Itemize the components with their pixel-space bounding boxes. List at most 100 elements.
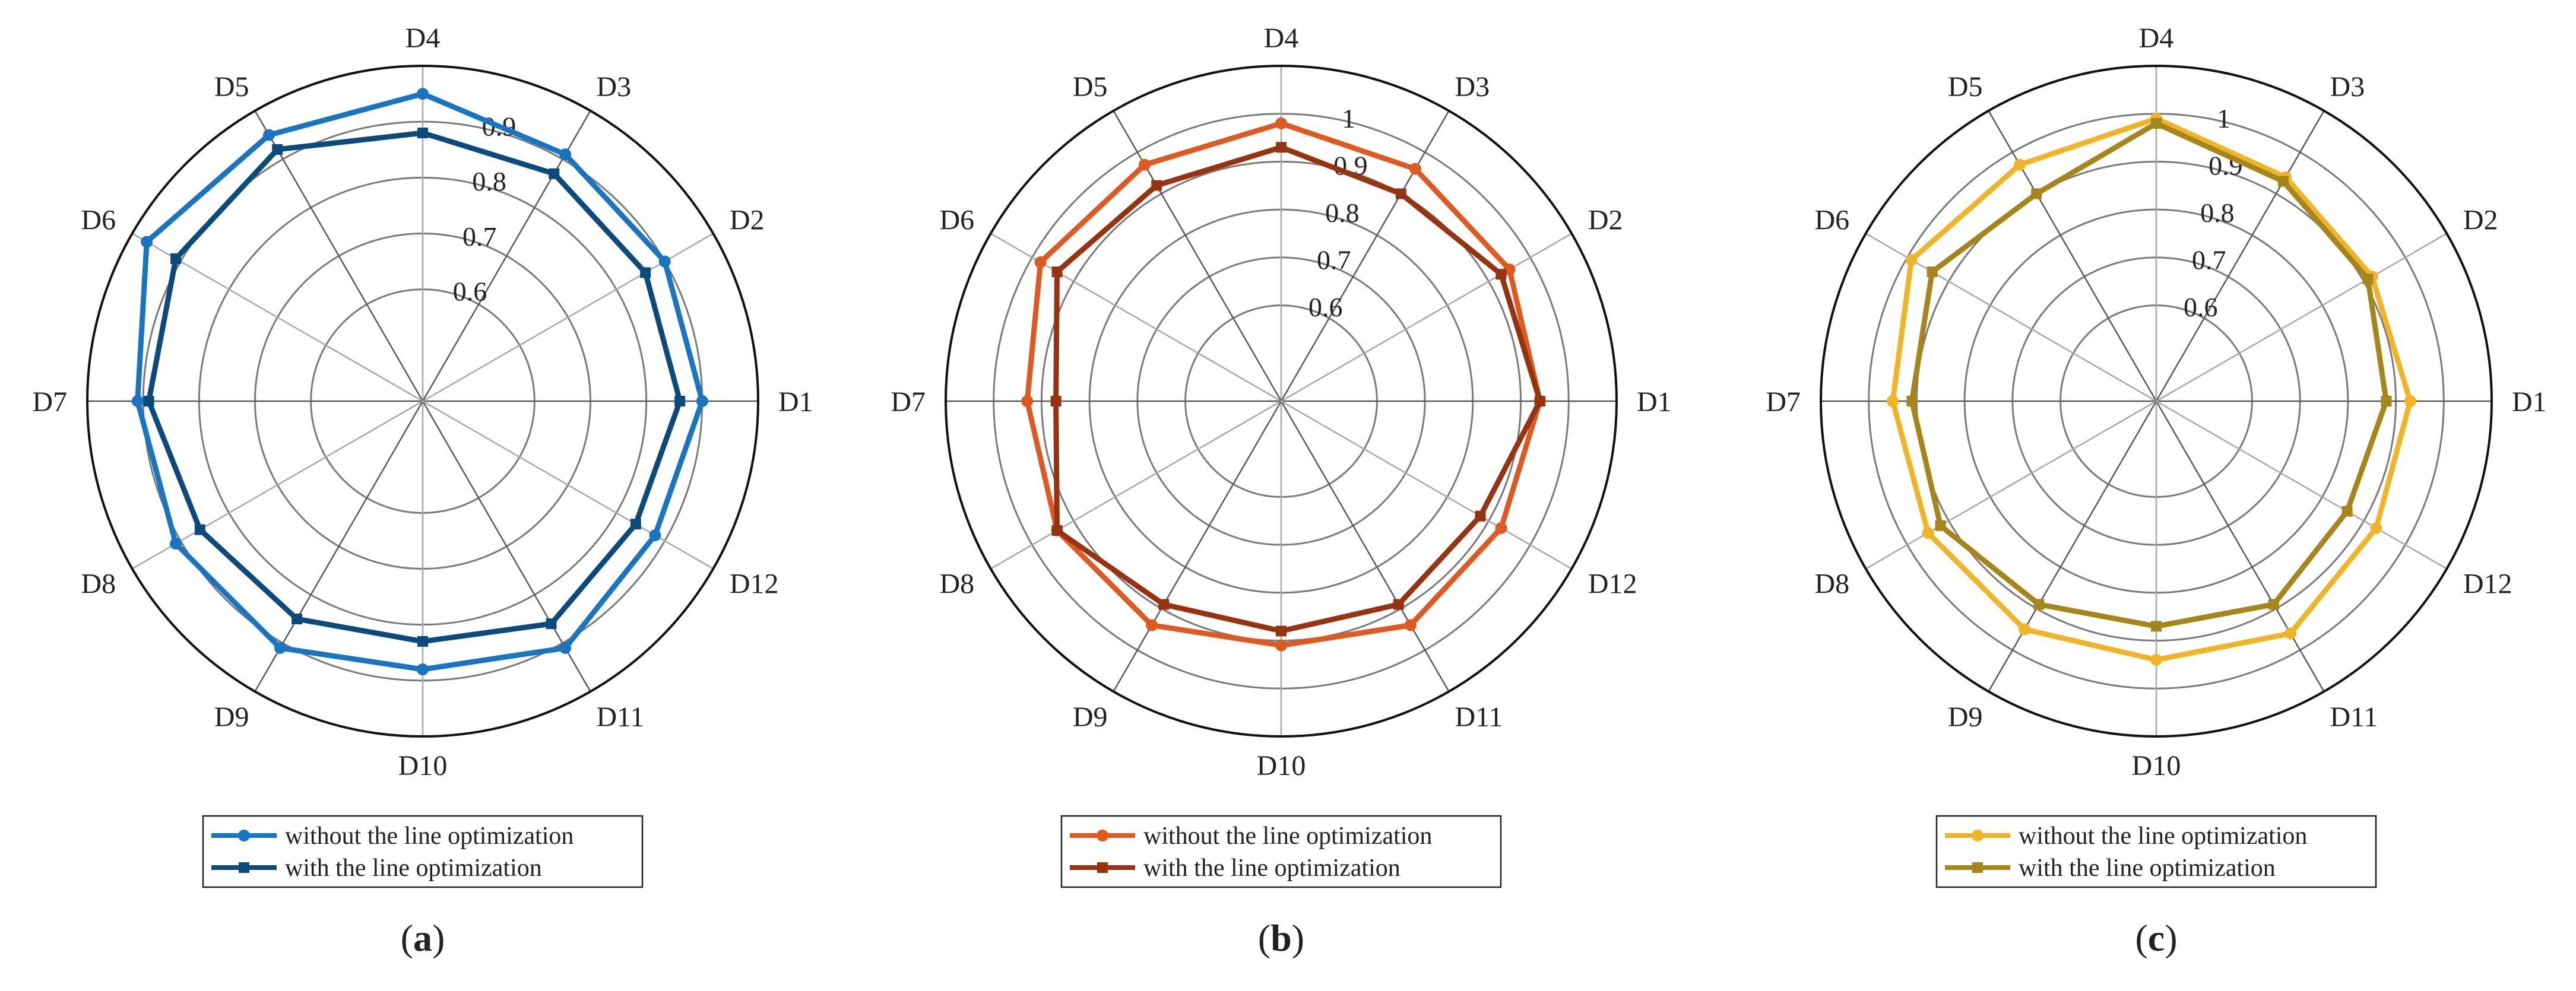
panel-caption: (b)	[1258, 917, 1304, 959]
data-point	[1146, 619, 1158, 631]
outer-frame	[1820, 65, 2493, 738]
data-point	[141, 236, 153, 248]
data-point	[1534, 396, 1545, 406]
data-point	[2362, 274, 2374, 285]
spoke	[254, 110, 424, 402]
legend-entry-label: with the line optimization	[2019, 855, 2276, 882]
axis-label-d10: D10	[398, 750, 448, 782]
axis-label-d8: D8	[939, 568, 974, 600]
caption-letter: a	[413, 917, 432, 959]
panel-caption: (a)	[401, 917, 445, 959]
data-point	[559, 641, 572, 654]
axis-label-d1: D1	[778, 386, 813, 418]
axis-label-d6: D6	[81, 205, 116, 236]
legend-box	[1060, 815, 1502, 888]
axis-label-d1: D1	[1637, 386, 1672, 418]
data-point	[696, 395, 708, 407]
data-point	[549, 168, 560, 179]
data-point	[1495, 269, 1507, 280]
spoke	[2156, 400, 2447, 570]
data-point	[291, 613, 303, 624]
legend-entry-label: with the line optimization	[1143, 855, 1401, 882]
axis-label-d4: D4	[1264, 23, 1299, 54]
data-point	[417, 128, 428, 138]
r-tick-label: 0.8	[472, 166, 506, 196]
legend-entry-label: without the line optimization	[2019, 822, 2307, 850]
data-point	[417, 88, 429, 100]
data-point	[1151, 180, 1162, 191]
data-point	[1922, 526, 1934, 539]
data-point	[1275, 639, 1287, 652]
data-point	[649, 529, 661, 541]
axis-label-d7: D7	[32, 386, 67, 418]
spoke	[2155, 401, 2325, 692]
axis-label-d12: D12	[1588, 568, 1637, 600]
data-point	[2151, 621, 2162, 632]
axis-label-d10: D10	[2132, 750, 2181, 782]
data-point	[1276, 625, 1287, 637]
data-point	[1404, 619, 1417, 631]
data-point	[559, 148, 572, 161]
caption-paren-open: (	[2135, 917, 2147, 959]
data-point	[1395, 188, 1406, 199]
legend-marker	[238, 830, 250, 841]
data-point	[658, 255, 671, 268]
axis-label-d2: D2	[2463, 205, 2498, 236]
caption-letter: b	[1270, 917, 1292, 959]
axis-label-d3: D3	[1455, 71, 1490, 103]
spoke	[1281, 400, 1572, 570]
data-point	[2381, 396, 2392, 406]
legend: without the line optimization with the li…	[202, 815, 644, 888]
legend-marker	[1097, 830, 1108, 841]
legend-box	[1935, 815, 2377, 888]
data-point	[2019, 623, 2031, 636]
outer-frame	[945, 65, 1618, 738]
data-point	[2150, 653, 2162, 666]
data-point	[272, 144, 283, 155]
series-line	[1053, 144, 1543, 634]
radar-panel-a: 0.60.70.80.9D1D2D3D4D5D6D7D8D9D10D11D12w…	[32, 23, 813, 959]
data-point	[1409, 163, 1421, 175]
data-point	[1051, 266, 1063, 278]
data-point	[1935, 520, 1946, 531]
legend-entry-label: without the line optimization	[285, 822, 573, 850]
r-tick-label: 1	[1342, 103, 1355, 134]
r-tick-label: 0.8	[1325, 198, 1360, 228]
axis-label-d10: D10	[1257, 750, 1306, 782]
r-tick-label: 0.6	[1308, 292, 1343, 322]
data-point	[417, 636, 428, 647]
data-point	[2370, 522, 2382, 534]
data-point	[1138, 158, 1151, 171]
axis-label-d2: D2	[1588, 205, 1623, 236]
legend: without the line optimization with the li…	[1935, 815, 2377, 888]
data-point	[263, 129, 275, 141]
axis-label-d7: D7	[1766, 386, 1801, 418]
spoke	[1113, 110, 1282, 402]
axis-label-d8: D8	[81, 568, 116, 600]
series-without-optimization	[131, 88, 708, 675]
axis-label-d2: D2	[730, 205, 765, 236]
axis-label-d4: D4	[405, 23, 441, 54]
axis-label-d3: D3	[597, 71, 632, 103]
series-line	[1024, 120, 1543, 649]
data-point	[143, 396, 154, 406]
data-point	[1393, 599, 1404, 610]
data-point	[1927, 266, 1938, 278]
data-point	[170, 253, 182, 264]
data-point	[170, 538, 182, 550]
r-tick-label: 0.6	[2184, 292, 2218, 322]
caption-letter: c	[2148, 917, 2165, 959]
data-point	[1034, 256, 1047, 268]
r-tick-label: 0.7	[2192, 245, 2226, 275]
spoke	[990, 400, 1282, 570]
axis-label-d6: D6	[939, 205, 974, 236]
legend-entry-label: with the line optimization	[285, 855, 542, 882]
axis-label-d11: D11	[1455, 701, 1503, 733]
data-point	[546, 618, 557, 630]
outer-frame	[86, 65, 759, 738]
data-point	[1275, 117, 1287, 129]
data-point	[1887, 395, 1899, 407]
legend-marker	[1972, 830, 1984, 841]
